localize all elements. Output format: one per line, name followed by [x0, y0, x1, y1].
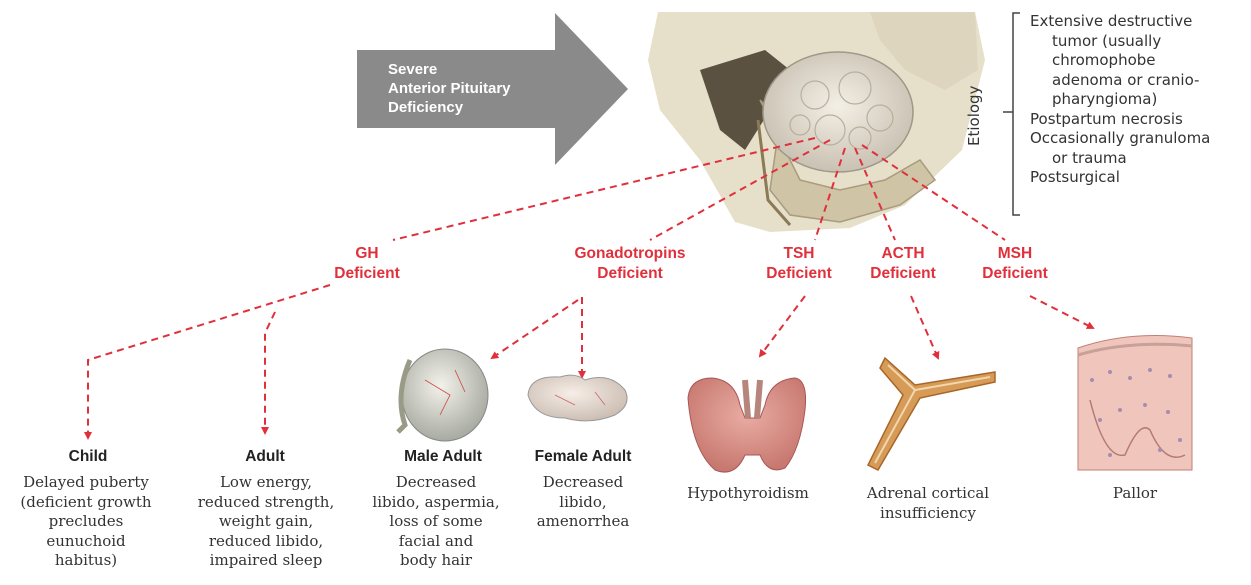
etiology-bracket [1003, 13, 1020, 215]
desc-line: Delayed puberty [0, 473, 172, 493]
desc-line: body hair [356, 551, 516, 571]
arrow-label-line: Deficiency [388, 98, 511, 117]
hormone-name: MSH [970, 244, 1060, 264]
hormone-status: Deficient [858, 264, 948, 284]
pallor-description: Pallor [1090, 484, 1180, 504]
hormone-status: Deficient [555, 264, 705, 284]
deficiency-arrow-label: Severe Anterior Pituitary Deficiency [388, 60, 511, 117]
adult-title: Adult [205, 448, 325, 466]
msh-deficient-label: MSH Deficient [970, 244, 1060, 284]
thyroid-illustration [688, 378, 806, 472]
hypothyroidism-arrow [760, 296, 805, 356]
desc-line: eunuchoid [0, 532, 172, 552]
arrow-label-line: Severe [388, 60, 511, 79]
testis-illustration [398, 349, 488, 441]
desc-line: facial and [356, 532, 516, 552]
desc-line: amenorrhea [518, 512, 648, 532]
hormone-name: Gonadotropins [555, 244, 705, 264]
adult-arrow [265, 312, 275, 433]
pallor-arrow [1030, 296, 1093, 328]
ovary-illustration [528, 375, 627, 421]
etiology-item: Occasionally granuloma [1030, 129, 1250, 149]
etiology-item: Postsurgical [1030, 168, 1250, 188]
desc-line: insufficiency [848, 504, 1008, 524]
etiology-list: Extensive destructive tumor (usually chr… [1030, 12, 1250, 188]
desc-line: Decreased [518, 473, 648, 493]
desc-line: weight gain, [178, 512, 354, 532]
desc-line: (deficient growth [0, 493, 172, 513]
desc-line: Adrenal cortical [848, 484, 1008, 504]
etiology-item: pharyngioma) [1030, 90, 1250, 110]
tsh-deficient-label: TSH Deficient [754, 244, 844, 284]
adrenal-arrow [911, 296, 938, 358]
adrenal-illustration [868, 358, 995, 470]
desc-line: libido, aspermia, [356, 493, 516, 513]
etiology-item: Postpartum necrosis [1030, 110, 1250, 130]
desc-line: libido, [518, 493, 648, 513]
desc-line: loss of some [356, 512, 516, 532]
pituitary-illustration [648, 12, 985, 232]
desc-line: habitus) [0, 551, 172, 571]
desc-line: impaired sleep [178, 551, 354, 571]
skin-illustration [1078, 336, 1192, 470]
gh-deficient-label: GH Deficient [322, 244, 412, 284]
hormone-status: Deficient [322, 264, 412, 284]
etiology-item: chromophobe [1030, 51, 1250, 71]
female-adult-description: Decreased libido, amenorrhea [518, 473, 648, 532]
child-title: Child [28, 448, 148, 466]
child-description: Delayed puberty (deficient growth preclu… [0, 473, 172, 571]
desc-line: reduced strength, [178, 493, 354, 513]
desc-line: Low energy, [178, 473, 354, 493]
female-adult-title: Female Adult [518, 448, 648, 466]
hypothyroidism-description: Hypothyroidism [668, 484, 828, 504]
desc-line: Decreased [356, 473, 516, 493]
hormone-name: TSH [754, 244, 844, 264]
etiology-item: or trauma [1030, 149, 1250, 169]
hormone-name: GH [322, 244, 412, 264]
etiology-item: tumor (usually [1030, 32, 1250, 52]
etiology-item: adenoma or cranio- [1030, 71, 1250, 91]
male-adult-description: Decreased libido, aspermia, loss of some… [356, 473, 516, 571]
desc-line: Hypothyroidism [668, 484, 828, 504]
male-adult-title: Male Adult [378, 448, 508, 466]
desc-line: Pallor [1090, 484, 1180, 504]
male-adult-arrow [492, 300, 578, 358]
desc-line: precludes [0, 512, 172, 532]
hormone-status: Deficient [754, 264, 844, 284]
etiology-item: Extensive destructive [1030, 12, 1250, 32]
hormone-status: Deficient [970, 264, 1060, 284]
arrow-label-line: Anterior Pituitary [388, 79, 511, 98]
desc-line: reduced libido, [178, 532, 354, 552]
acth-deficient-label: ACTH Deficient [858, 244, 948, 284]
gonadotropins-deficient-label: Gonadotropins Deficient [555, 244, 705, 284]
adrenal-description: Adrenal cortical insufficiency [848, 484, 1008, 523]
adult-description: Low energy, reduced strength, weight gai… [178, 473, 354, 571]
hormone-name: ACTH [858, 244, 948, 264]
child-arrow [88, 285, 330, 438]
etiology-label: Etiology [965, 86, 983, 146]
